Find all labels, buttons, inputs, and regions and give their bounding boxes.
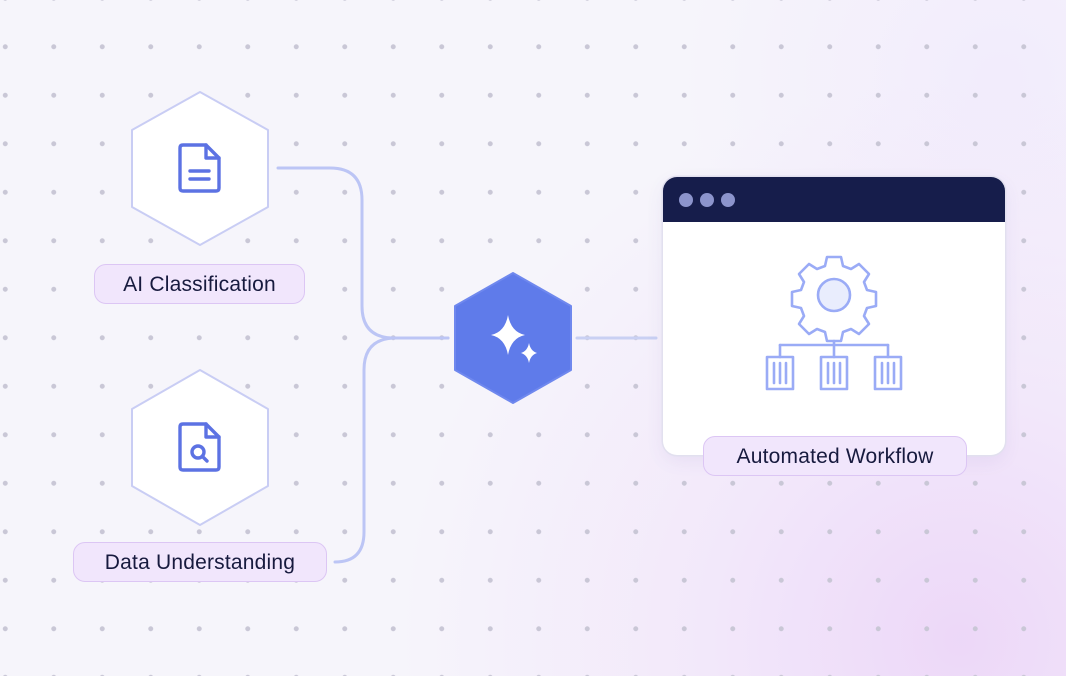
server-icon — [765, 355, 795, 391]
connector-understanding-to-hub — [333, 336, 450, 564]
classification-hexagon — [131, 91, 269, 246]
understanding-label: Data Understanding — [73, 542, 327, 582]
classification-label: AI Classification — [94, 264, 305, 304]
workflow-label: Automated Workflow — [703, 436, 967, 476]
window-control-dot — [721, 193, 735, 207]
gear-network-icon — [765, 255, 903, 391]
hub-node — [454, 272, 572, 404]
workflow-window — [663, 177, 1005, 455]
server-icon — [873, 355, 903, 391]
understanding-node — [131, 369, 269, 526]
window-control-dot — [679, 193, 693, 207]
document-icon — [178, 143, 221, 193]
window-titlebar — [663, 177, 1005, 222]
document-search-icon — [178, 422, 221, 472]
window-control-dot — [700, 193, 714, 207]
gear-icon — [790, 255, 878, 343]
connector-classification-to-hub — [276, 166, 450, 340]
sparkle-icon — [491, 315, 537, 363]
server-icon — [819, 355, 849, 391]
classification-node — [131, 91, 269, 246]
